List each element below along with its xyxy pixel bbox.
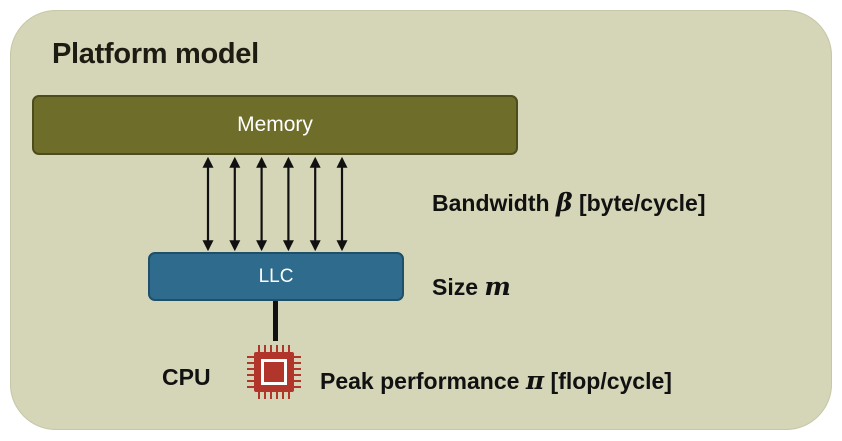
memory-label: Memory xyxy=(237,113,313,136)
bandwidth-arrows xyxy=(202,156,348,252)
peak-text: Peak performance xyxy=(320,368,520,394)
llc-label: LLC xyxy=(258,265,294,287)
size-label: Size m xyxy=(432,272,511,301)
bandwidth-unit: [byte/cycle] xyxy=(578,190,706,216)
peak-performance-label: Peak performance π [flop/cycle] xyxy=(320,366,672,395)
bandwidth-symbol: β xyxy=(555,188,573,217)
size-text: Size xyxy=(432,274,479,300)
platform-model-panel xyxy=(10,10,832,430)
bandwidth-text: Bandwidth xyxy=(432,190,550,216)
diagram-title: Platform model xyxy=(52,38,259,70)
peak-unit: [flop/cycle] xyxy=(550,368,672,394)
size-symbol: m xyxy=(484,272,511,301)
llc-cpu-connector xyxy=(273,301,278,341)
peak-symbol: π xyxy=(525,366,545,395)
memory-box: Memory xyxy=(32,95,518,155)
bandwidth-label: Bandwidth β [byte/cycle] xyxy=(432,188,706,217)
cpu-label: CPU xyxy=(162,364,211,390)
llc-box: LLC xyxy=(148,252,404,301)
cpu-chip-icon xyxy=(247,345,301,399)
